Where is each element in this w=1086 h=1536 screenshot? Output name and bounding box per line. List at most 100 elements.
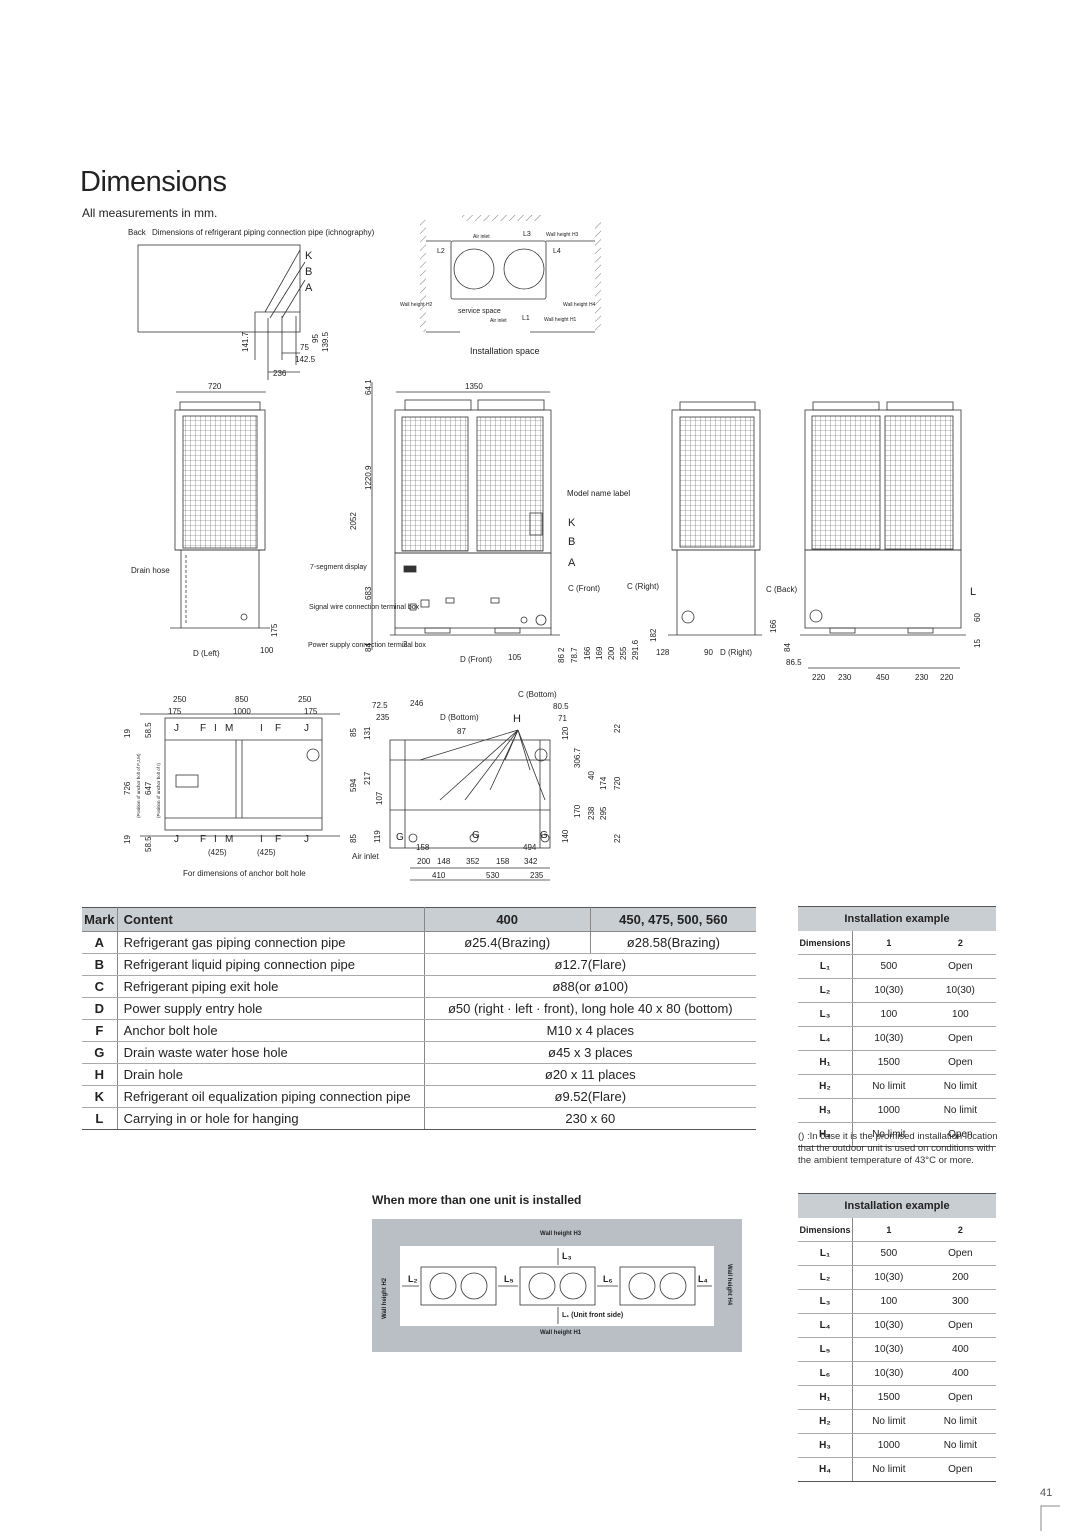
front-view xyxy=(371,382,560,650)
inst-val: Open xyxy=(924,954,996,979)
service-space-label: service space xyxy=(458,308,501,315)
dim-1350: 1350 xyxy=(465,382,483,391)
inst-val: No limit xyxy=(852,1457,925,1482)
installation-space-diagram xyxy=(420,215,601,333)
inst-val: Open xyxy=(924,1241,996,1266)
plan-mark-i1: I xyxy=(214,723,217,734)
dim-141-7: 141.7 xyxy=(241,331,250,352)
plan-note-fjm: (Position of anchor bolt of F,J,M) xyxy=(136,753,141,818)
bv-dim-174: 174 xyxy=(599,776,608,790)
spec-value: ø9.52(Flare) xyxy=(423,1085,756,1108)
dim-86-5: 86.5 xyxy=(786,658,802,667)
inst-dim: H₁ xyxy=(798,1385,853,1410)
l1-label: L1 xyxy=(522,315,530,322)
mark-g3: G xyxy=(540,830,548,841)
plan-mark-f1: F xyxy=(200,723,206,734)
dim-182: 182 xyxy=(649,628,658,642)
multi-l6: L₆ xyxy=(603,1274,613,1284)
inst-val: Open xyxy=(924,1026,996,1051)
inst-val: 10(30) xyxy=(852,1026,925,1051)
c-back-label: C (Back) xyxy=(766,585,797,594)
inst-val: 100 xyxy=(852,1002,925,1027)
spec-value: ø45 x 3 places xyxy=(423,1041,756,1064)
dim-166-back: 166 xyxy=(769,619,778,633)
bv-dim-120: 120 xyxy=(561,726,570,740)
dim-90: 90 xyxy=(704,648,713,657)
multi-wall-h1: Wall height H1 xyxy=(540,1330,582,1336)
back-dim-230b: 230 xyxy=(915,673,929,682)
seg-display-label: 7-segment display xyxy=(310,564,367,571)
plan-mark-j3: J xyxy=(174,834,179,845)
plan-dim-175a: 175 xyxy=(168,707,182,716)
inst1-col-2: 2 xyxy=(924,931,996,955)
plan-dim-425b: (425) xyxy=(257,848,276,857)
spec-row: D Power supply entry hole ø50 (right · l… xyxy=(82,997,756,1020)
multi-unit-diagram: Wall height H3 Wall height H1 Wall heigh… xyxy=(372,1219,742,1352)
bv-dim-158b: 158 xyxy=(496,857,510,866)
inst-dim: L₂ xyxy=(798,978,853,1003)
multi-l1: L₁ (Unit front side) xyxy=(562,1312,623,1319)
inst-val: 100 xyxy=(852,1289,925,1314)
inst-dim: H₁ xyxy=(798,1050,853,1075)
inst-val: 10(30) xyxy=(852,1361,925,1386)
back-label: Back xyxy=(128,228,147,237)
inst-dim: L₆ xyxy=(798,1361,853,1386)
inst-val: No limit xyxy=(852,1122,925,1147)
spec-mark: C xyxy=(82,975,118,998)
dim-2-right: 2 xyxy=(557,647,566,652)
dim-105: 105 xyxy=(508,653,522,662)
inst-val: Open xyxy=(924,1050,996,1075)
dim-142-5: 142.5 xyxy=(295,355,316,364)
bottom-view xyxy=(389,729,551,881)
spec-content: Power supply entry hole xyxy=(116,997,425,1020)
inst-val: 1000 xyxy=(852,1433,925,1458)
l2-label: L2 xyxy=(437,248,445,255)
dim-100: 100 xyxy=(260,646,274,655)
dim-86: 86 xyxy=(557,654,566,663)
plan-dim-58-5b: 58.5 xyxy=(144,836,153,852)
model-name-label: Model name label xyxy=(567,489,630,498)
bv-dim-131: 131 xyxy=(363,726,372,740)
wall-h4-label: Wall height H4 xyxy=(563,302,596,308)
inst-val: No limit xyxy=(924,1433,996,1458)
mark-a-front: A xyxy=(568,557,576,569)
bv-dim-342: 342 xyxy=(524,857,538,866)
spec-row: K Refrigerant oil equalization piping co… xyxy=(82,1085,756,1108)
mark-b-front: B xyxy=(568,536,575,548)
c-front-label: C (Front) xyxy=(568,584,600,593)
inst1-title: Installation example xyxy=(798,906,996,931)
bv-dim-158a: 158 xyxy=(416,843,430,852)
dim-169: 169 xyxy=(595,646,604,660)
spec-mark: H xyxy=(82,1063,118,1086)
plan-mark-f3: F xyxy=(200,834,206,845)
back-dim-230a: 230 xyxy=(838,673,852,682)
mark-h: H xyxy=(513,713,521,725)
plan-dim-175b: 175 xyxy=(304,707,318,716)
spec-value: ø88(or ø100) xyxy=(423,975,756,998)
signal-wire-label: Signal wire connection terminal box xyxy=(309,604,420,611)
multi-unit-title: When more than one unit is installed xyxy=(372,1193,582,1207)
dim-166-side: 166 xyxy=(583,646,592,660)
inst-val: 200 xyxy=(924,1265,996,1290)
inst-dim: L₃ xyxy=(798,1289,853,1314)
mark-g2: G xyxy=(472,830,480,841)
multi-l2: L₂ xyxy=(408,1274,418,1284)
inst-val: 500 xyxy=(852,1241,925,1266)
dim-720: 720 xyxy=(208,382,222,391)
plan-mark-f4: F xyxy=(275,834,281,845)
left-side-view xyxy=(170,391,270,629)
multi-wall-h4: Wall height H4 xyxy=(726,1264,732,1306)
inst-dim: H₄ xyxy=(798,1122,853,1147)
plan-dim-726: 726 xyxy=(123,781,132,795)
inst-val: No limit xyxy=(852,1074,925,1099)
plan-mark-j2: J xyxy=(304,723,309,734)
dim-78-7: 78.7 xyxy=(570,647,579,663)
plan-dim-850: 850 xyxy=(235,695,249,704)
